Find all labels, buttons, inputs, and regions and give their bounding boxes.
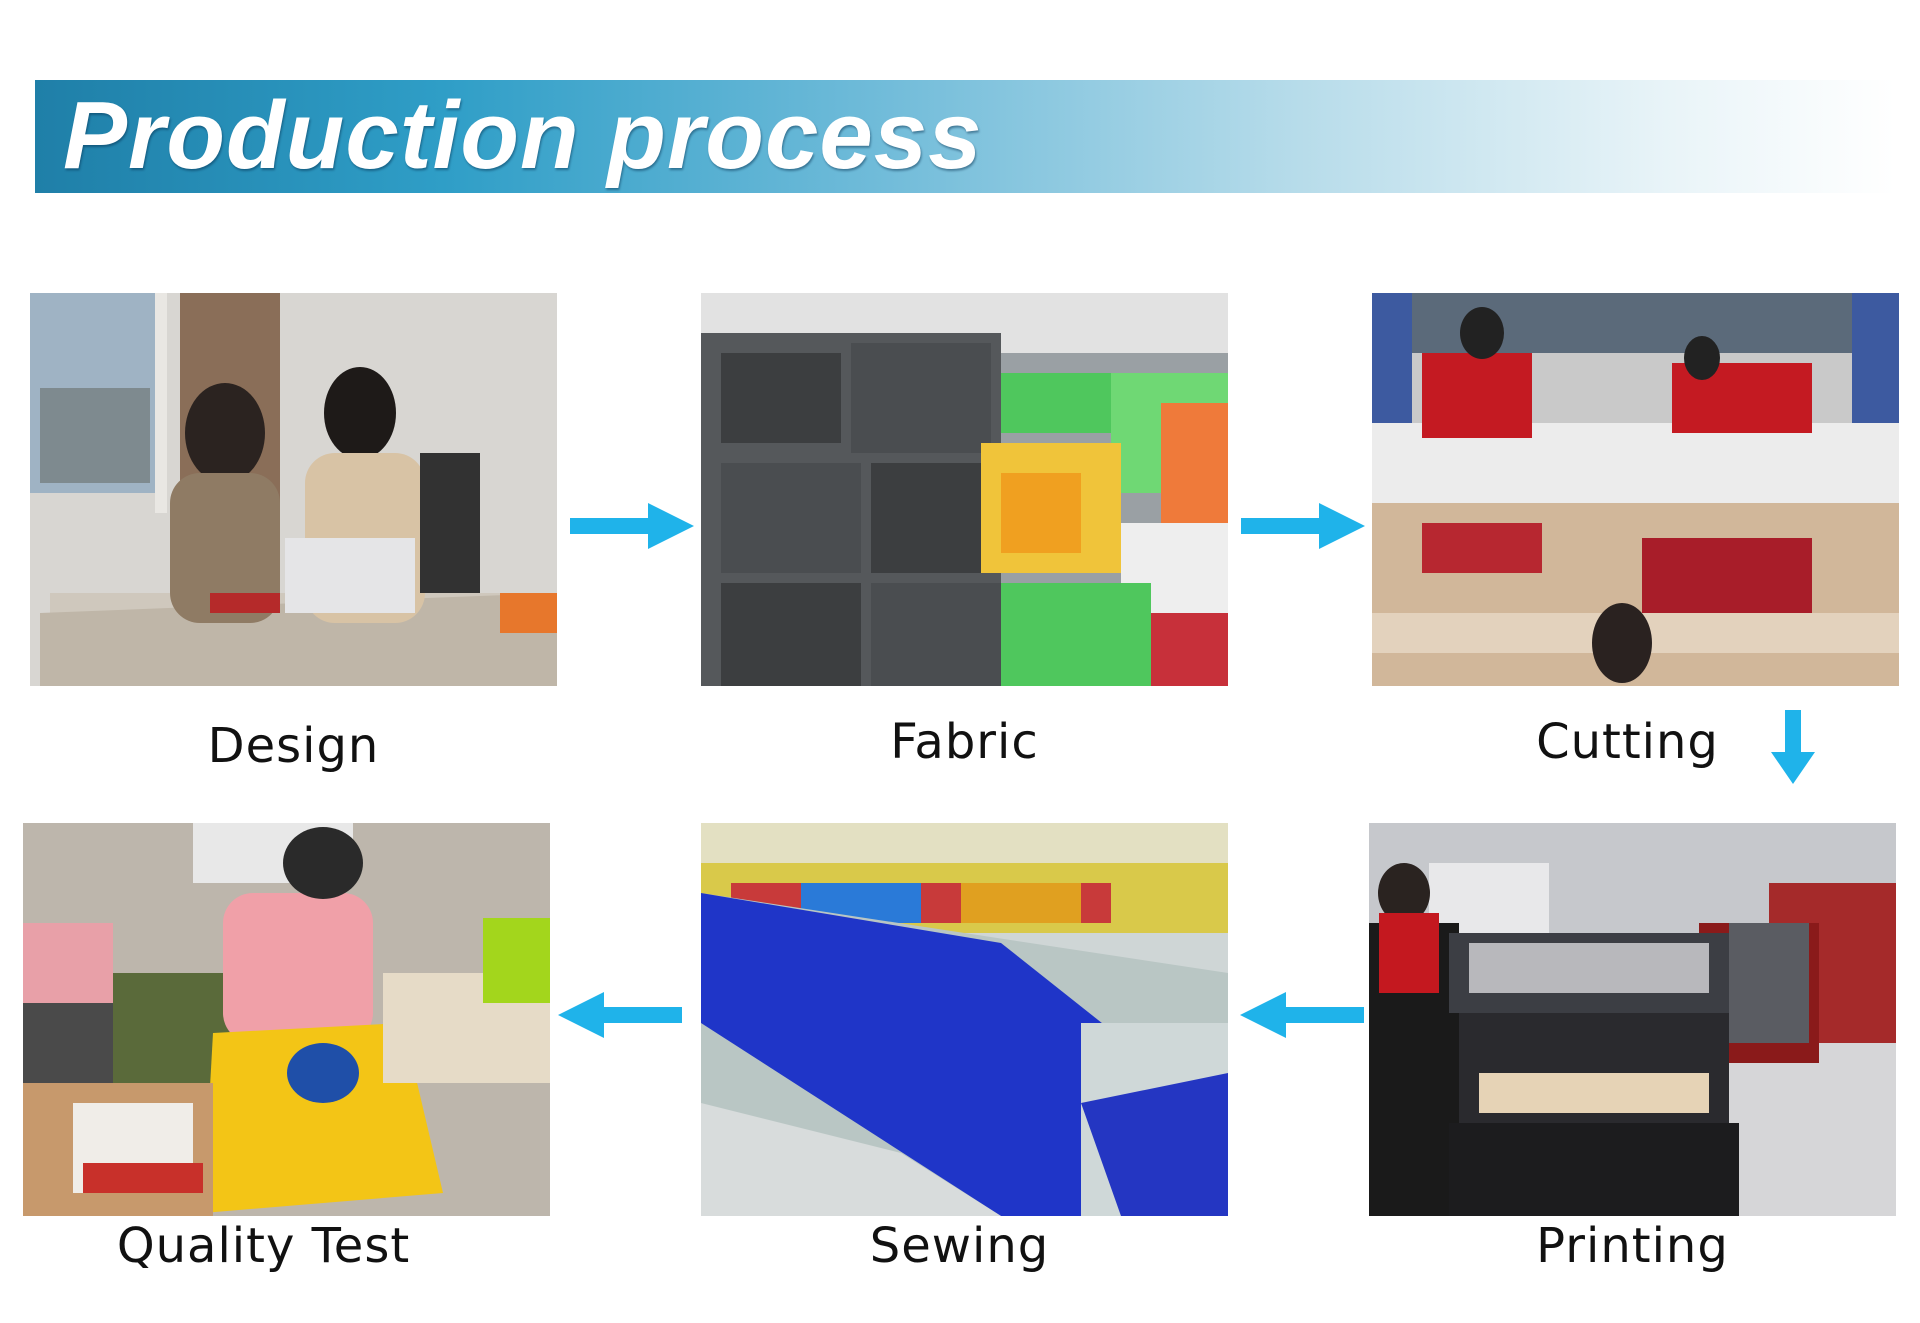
arrow-left-icon [1240,992,1364,1038]
fabric-photo [701,293,1228,686]
step-label-fabric: Fabric [890,714,1039,770]
quality-test-photo [23,823,550,1216]
step-label-sewing: Sewing [869,1218,1050,1274]
cutting-photo [1372,293,1899,686]
arrow-left-icon [558,992,682,1038]
sewing-photo [701,823,1228,1216]
page-title: Production process [63,82,983,189]
printing-photo [1369,823,1896,1216]
step-label-cutting: Cutting [1536,714,1719,770]
arrow-right-icon [1241,503,1365,549]
design-photo [30,293,557,686]
step-label-quality-test: Quality Test [116,1218,411,1274]
step-label-printing: Printing [1536,1218,1729,1274]
arrow-down-icon [1771,710,1815,784]
arrow-right-icon [570,503,694,549]
step-label-design: Design [207,718,380,774]
header-banner: Production process [35,80,1895,193]
